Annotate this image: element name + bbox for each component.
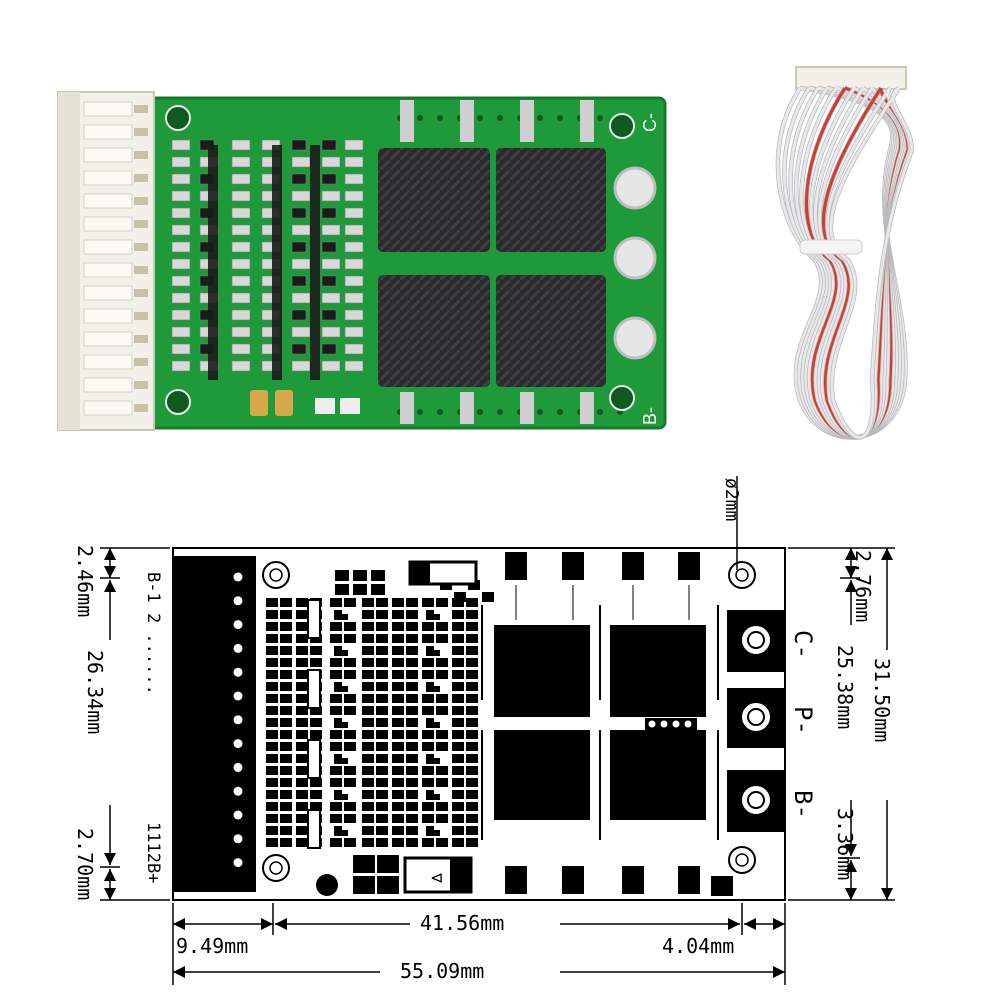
harness-connector xyxy=(795,66,907,90)
label-terminal-p: P- xyxy=(789,706,817,735)
mosfet-2 xyxy=(496,148,606,252)
mount-hole-tr xyxy=(609,113,635,139)
connector-block xyxy=(172,556,256,892)
label-terminal-c: C- xyxy=(789,630,817,659)
dim-right-top: 2.76mm xyxy=(851,550,875,622)
terminal-pads: C- B- xyxy=(165,105,660,425)
dim-left-bottom: 2.70mm xyxy=(73,828,97,900)
dim-right-mid: 25.38mm xyxy=(833,645,857,729)
drawing-terminals xyxy=(727,610,785,832)
dim-bottom-total: 55.09mm xyxy=(400,959,484,983)
mount-hole-br xyxy=(609,385,635,411)
mosfet-4 xyxy=(496,275,606,387)
pad-b xyxy=(613,316,657,360)
dimension-drawing: ⊲ B-1 2 ...... 1112B+ C- P- B- ø2mm xyxy=(73,476,895,985)
dimension-lines xyxy=(100,547,895,985)
drawing-mount-holes xyxy=(262,561,756,882)
cable-tie xyxy=(799,239,863,255)
drawing-dot xyxy=(316,874,338,896)
pcb-photo: C- B- xyxy=(57,91,667,431)
label-terminal-b: B- xyxy=(789,790,817,819)
dim-bottom-right: 4.04mm xyxy=(662,934,734,958)
dim-left-top: 2.46mm xyxy=(73,545,97,617)
label-b-plus: 1112B+ xyxy=(143,822,163,883)
dim-bottom-left: 9.49mm xyxy=(176,934,248,958)
silk-b: B- xyxy=(640,407,660,425)
mosfet-3 xyxy=(378,275,490,387)
wire-harness-photo xyxy=(775,66,915,440)
dim-right-bottom: 3.36mm xyxy=(833,808,857,880)
balance-connector xyxy=(57,91,155,431)
dim-left-mid: 26.34mm xyxy=(83,650,107,734)
pad-c xyxy=(613,166,657,210)
mosfet-array xyxy=(378,100,606,424)
smd-components xyxy=(171,115,623,416)
mount-hole-tl xyxy=(165,105,191,131)
svg-text:⊲: ⊲ xyxy=(430,868,443,887)
mosfet-1 xyxy=(378,148,490,252)
mount-hole-bl xyxy=(165,389,191,415)
dim-bottom-mid: 41.56mm xyxy=(420,911,504,935)
label-hole-size: ø2mm xyxy=(721,478,742,521)
label-b1: B-1 2 ...... xyxy=(143,572,163,695)
drawing-mosfets xyxy=(481,585,719,840)
dim-right-total: 31.50mm xyxy=(870,658,894,742)
component-footprints xyxy=(266,570,494,849)
silk-c: C- xyxy=(640,113,660,132)
pad-p xyxy=(613,236,657,280)
